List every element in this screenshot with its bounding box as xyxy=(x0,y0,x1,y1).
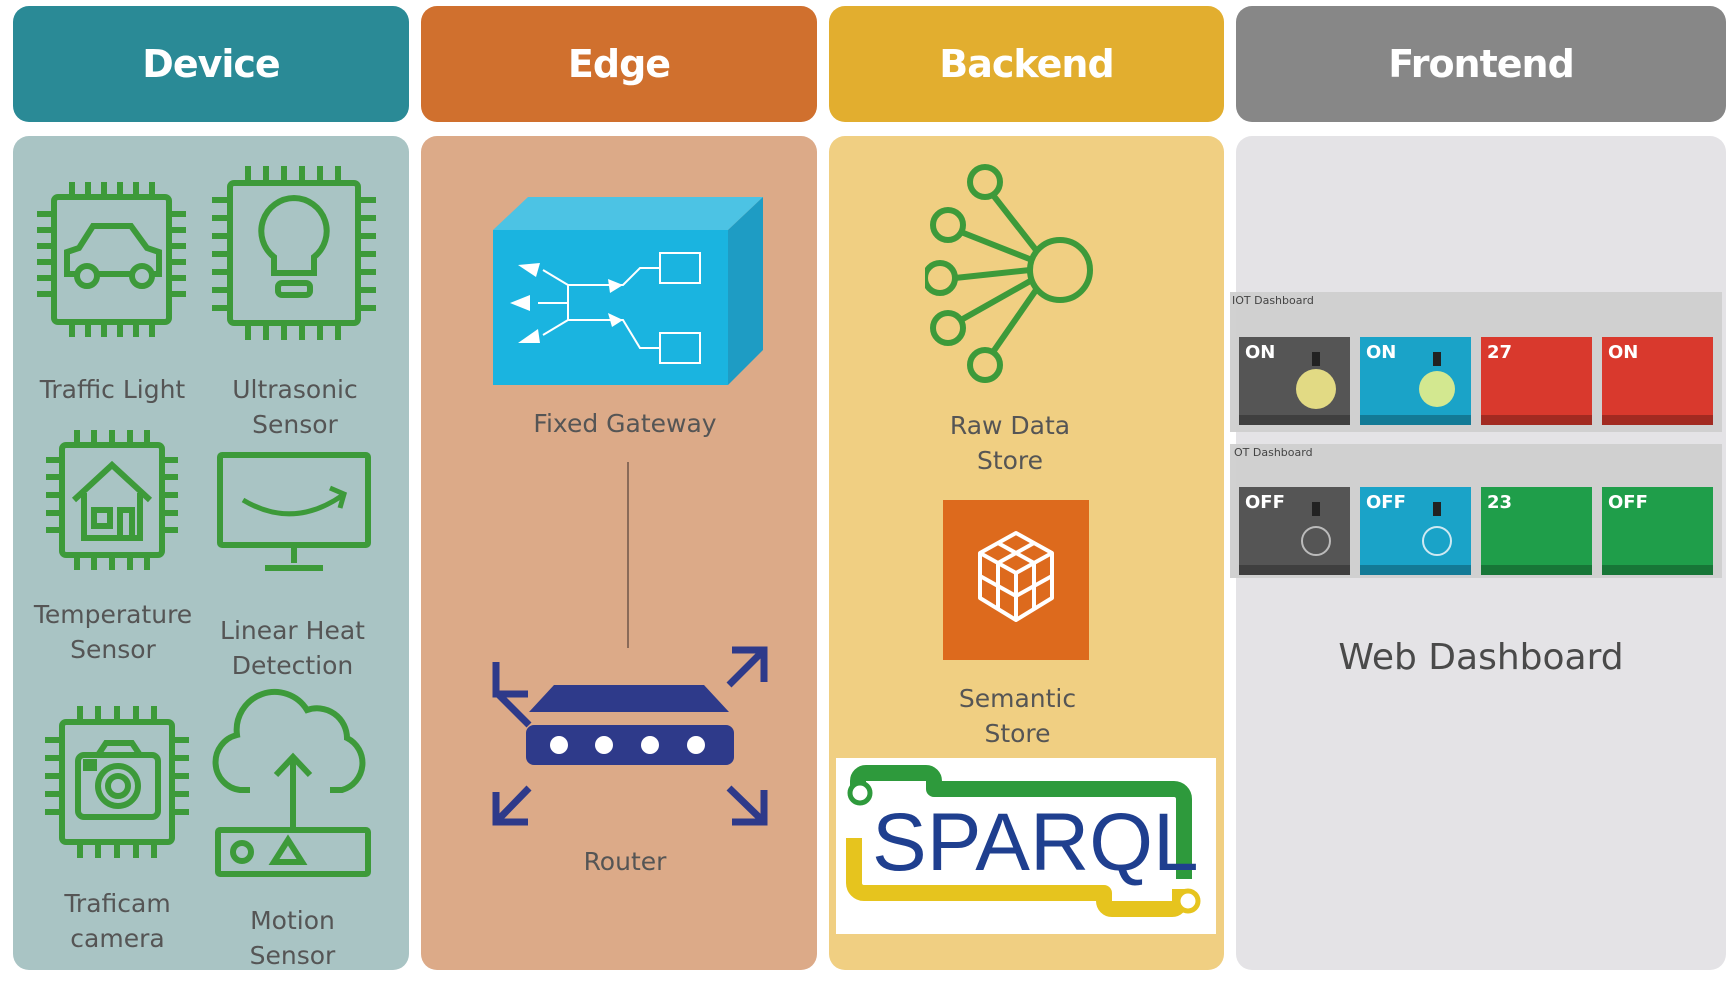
router-icon xyxy=(492,646,768,826)
monitor-icon xyxy=(217,452,371,571)
tile-footer xyxy=(1360,415,1471,425)
tile-state: 23 xyxy=(1487,492,1513,513)
lightbulb-off-icon xyxy=(1422,502,1452,556)
header-device: Device xyxy=(13,6,409,122)
raw-data-store-label: Raw Data Store xyxy=(949,411,1071,475)
temperature-sensor-label: Temperature Sensor xyxy=(33,600,193,664)
lightbulb-off-icon xyxy=(1301,502,1331,556)
motion-sensor-label: Motion Sensor xyxy=(249,906,336,970)
cubes-icon xyxy=(978,531,1054,622)
tile-state: ON xyxy=(1366,342,1397,363)
gateway-router-connector xyxy=(627,462,629,648)
tile-footer xyxy=(1360,565,1471,575)
tile-footer xyxy=(1239,415,1350,425)
dashboard-tile: OFF xyxy=(1360,487,1471,575)
tile-state: 27 xyxy=(1487,342,1513,363)
dashboard-tile: OFF xyxy=(1602,487,1713,575)
ultrasonic-sensor-label: Ultrasonic Sensor xyxy=(232,375,358,439)
tile-state: ON xyxy=(1245,342,1276,363)
gateway-icon xyxy=(493,197,763,385)
camera-chip-icon xyxy=(45,706,189,858)
header-frontend-label: Frontend xyxy=(1388,42,1575,86)
cloud-upload-icon xyxy=(212,688,371,877)
dashboard-tile: OFF xyxy=(1239,487,1350,575)
dashboard-tile: ON xyxy=(1602,337,1713,425)
header-edge-label: Edge xyxy=(567,42,671,86)
semantic-store-label: Semantic Store xyxy=(958,684,1077,748)
dashboard-tile: ON xyxy=(1239,337,1350,425)
car-chip-icon xyxy=(37,182,186,337)
header-frontend: Frontend xyxy=(1236,6,1726,122)
tile-footer xyxy=(1239,565,1350,575)
dashboard-2-title: OT Dashboard xyxy=(1234,446,1313,459)
lightbulb-on-icon xyxy=(1419,352,1455,407)
linear-heat-detection-label: Linear Heat Detection xyxy=(220,616,365,680)
dashboard-tile: 27 xyxy=(1481,337,1592,425)
lightbulb-on-icon xyxy=(1296,352,1336,409)
sparql-logo-graphic xyxy=(846,765,1201,917)
dashboard-tile: 23 xyxy=(1481,487,1592,575)
traficam-camera-label: Traficam camera xyxy=(64,889,171,953)
dashboard-1-title: IOT Dashboard xyxy=(1232,294,1314,307)
web-dashboard-label: Web Dashboard xyxy=(1338,637,1624,678)
tile-state: ON xyxy=(1608,342,1639,363)
tile-footer xyxy=(1481,565,1592,575)
fixed-gateway-label: Fixed Gateway xyxy=(533,409,717,438)
tile-footer xyxy=(1481,415,1592,425)
tile-state: OFF xyxy=(1608,492,1648,513)
header-edge: Edge xyxy=(421,6,817,122)
sparql-logo-text: SPARQL xyxy=(872,797,1199,888)
traffic-light-label: Traffic Light xyxy=(39,375,186,404)
tile-footer xyxy=(1602,415,1713,425)
bulb-chip-icon xyxy=(212,166,376,340)
header-backend: Backend xyxy=(829,6,1224,122)
raw-data-store-icon xyxy=(925,164,1093,383)
tile-state: OFF xyxy=(1245,492,1285,513)
house-chip-icon xyxy=(46,430,178,570)
tile-footer xyxy=(1602,565,1713,575)
header-device-label: Device xyxy=(142,42,280,86)
header-backend-label: Backend xyxy=(939,42,1114,86)
tile-state: OFF xyxy=(1366,492,1406,513)
router-label: Router xyxy=(583,847,667,876)
dashboard-tile: ON xyxy=(1360,337,1471,425)
